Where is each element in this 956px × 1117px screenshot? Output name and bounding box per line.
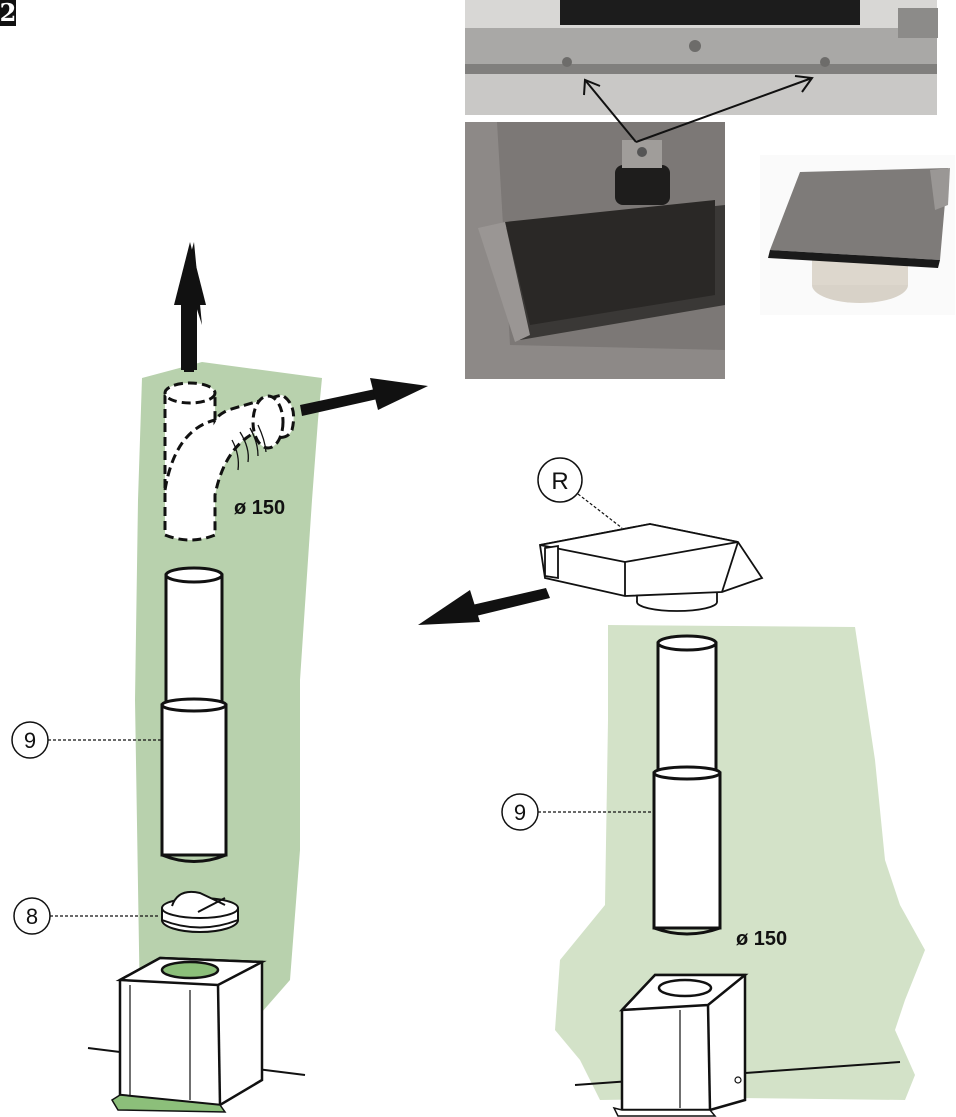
screw-pointer-arrows xyxy=(583,75,814,143)
elbow-ribs xyxy=(231,424,267,471)
telescopic-duct-right xyxy=(652,634,722,936)
diameter-label-left: ø 150 xyxy=(234,497,285,519)
arrow-side xyxy=(300,378,428,416)
diameter-label-right: ø 150 xyxy=(736,928,787,950)
callout-r-text: R xyxy=(551,468,568,495)
hood-body-right xyxy=(574,973,901,1117)
outlet-adapter-r xyxy=(538,523,764,612)
arrow-outlet xyxy=(418,588,550,625)
telescopic-duct-left xyxy=(160,566,228,863)
callout-9-left: 9 xyxy=(11,721,162,759)
step-badge: 2 xyxy=(0,0,16,27)
callout-8: 8 xyxy=(13,897,160,935)
callout-9-left-text: 9 xyxy=(24,728,36,753)
photo-duct-outlet xyxy=(465,122,725,379)
backdraft-valve xyxy=(161,890,239,933)
callout-r: R xyxy=(537,457,623,529)
photo-hood-frame xyxy=(465,0,938,115)
photo-outlet-adapter xyxy=(760,155,955,315)
step-number: 2 xyxy=(0,0,16,27)
elbow-duct-dashed xyxy=(163,381,296,542)
callout-9-right-text: 9 xyxy=(514,800,526,825)
callout-8-text: 8 xyxy=(26,904,38,929)
arrow-up xyxy=(174,242,206,372)
callout-9-right: 9 xyxy=(501,793,654,831)
hood-body-left xyxy=(87,956,306,1113)
